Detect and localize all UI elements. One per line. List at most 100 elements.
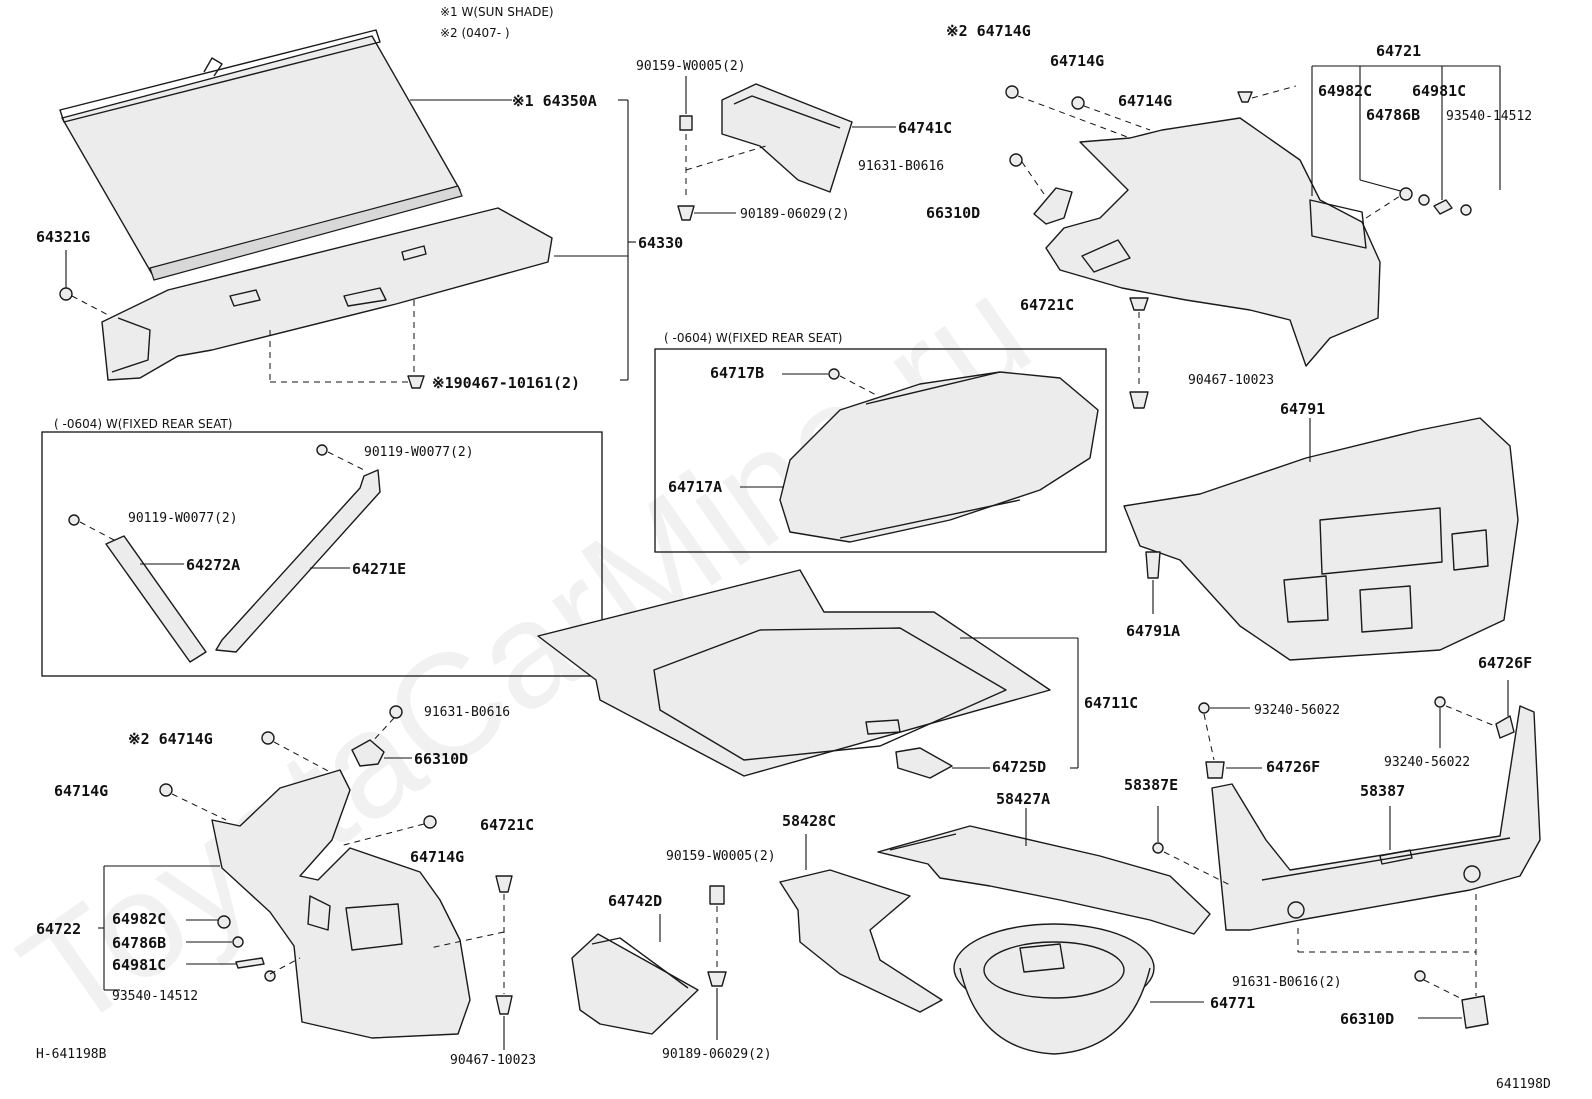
fixed-rear-seat-box-left	[41, 431, 603, 677]
part-label: 64726F	[1478, 654, 1532, 672]
scuff-plate-58387	[1211, 705, 1541, 931]
part-label: 64791	[1280, 400, 1325, 418]
screw-90159-bot	[707, 885, 727, 1040]
box-left-title: ( -0604) W(FIXED REAR SEAT)	[54, 417, 232, 431]
spacer-58427A	[877, 825, 1211, 935]
hook-64725D	[895, 747, 953, 779]
part-label: 66310D	[414, 750, 468, 768]
part-label: 58387E	[1124, 776, 1178, 794]
part-label: 64330	[638, 234, 683, 252]
fasteners-58387	[1152, 680, 1515, 887]
clip-64721C-top	[1129, 297, 1149, 386]
clip-64791A	[1145, 551, 1161, 614]
fastener-64714G-top	[1005, 85, 1297, 139]
diagram-code-left: H-641198B	[36, 1047, 107, 1062]
part-label: ※1 64350A	[512, 92, 597, 110]
clips-64721C-left	[429, 875, 513, 1015]
note-0407: ※2 (0407- )	[440, 26, 510, 40]
part-label: 64742D	[608, 892, 662, 910]
quarter-trim-right	[1045, 117, 1381, 367]
clip-90189-top	[677, 205, 695, 221]
part-label: 90119-W0077(2)	[364, 445, 474, 460]
bolt-90119-a	[316, 444, 365, 471]
clip-66310D-bot	[1297, 894, 1489, 1029]
spacer-58428C	[779, 869, 943, 1013]
trim-box-64741C	[721, 83, 853, 193]
part-label: 64982C	[1318, 82, 1372, 100]
part-label: 93240-56022	[1254, 703, 1340, 718]
part-label: ※2 64714G	[128, 730, 213, 748]
part-label: 93540-14512	[112, 989, 198, 1004]
part-label: 64771	[1210, 994, 1255, 1012]
part-label: 64321G	[36, 228, 90, 246]
part-label: 58428C	[782, 812, 836, 830]
diagram-code-right: 641198D	[1496, 1077, 1551, 1092]
bracket-66310D-mid	[351, 705, 403, 767]
part-label: 64271E	[352, 560, 406, 578]
part-label: 64791A	[1126, 622, 1180, 640]
screw-91631-top	[1009, 153, 1045, 195]
part-label: 64721C	[1020, 296, 1074, 314]
part-label: 93240-56022	[1384, 755, 1470, 770]
cover-64717A	[779, 371, 1099, 543]
part-label: 90159-W0005(2)	[636, 59, 746, 74]
fasteners-64714G-left	[159, 731, 437, 847]
bracket-64271E	[215, 469, 381, 653]
part-label: 64711C	[1084, 694, 1138, 712]
trunk-mat-64711C	[537, 569, 1051, 777]
box-mid-title: ( -0604) W(FIXED REAR SEAT)	[664, 331, 842, 345]
part-label: 64721C	[480, 816, 534, 834]
sun-shade-assembly	[59, 29, 463, 281]
part-label: 64714G	[410, 848, 464, 866]
part-label: 91631-B0616(2)	[1232, 975, 1342, 990]
part-label: 58387	[1360, 782, 1405, 800]
part-label: 64714G	[54, 782, 108, 800]
screw-90159-top	[679, 76, 767, 196]
part-label: 90189-06029(2)	[740, 207, 850, 222]
fastener-64321G	[59, 250, 111, 317]
part-label: 91631-B0616	[424, 705, 510, 720]
part-label: ※2 64714G	[946, 22, 1031, 40]
part-label: 64722	[36, 920, 81, 938]
part-label: 64717A	[668, 478, 722, 496]
bracket-66310D-top	[1033, 187, 1073, 225]
part-label: 64786B	[112, 934, 166, 952]
quarter-trim-left	[211, 769, 471, 1039]
fixed-rear-seat-box-mid	[654, 348, 1107, 553]
part-label: 64725D	[992, 758, 1046, 776]
bolt-90119-b	[68, 514, 115, 541]
part-label: 90159-W0005(2)	[666, 849, 776, 864]
bracket-64272A	[105, 535, 207, 663]
part-label: 90467-10023	[1188, 373, 1274, 388]
part-label: 64714G	[1050, 52, 1104, 70]
part-label: 91631-B0616	[858, 159, 944, 174]
part-label: ※190467-10161(2)	[432, 374, 580, 392]
part-label: 66310D	[1340, 1010, 1394, 1028]
part-label: 90119-W0077(2)	[128, 511, 238, 526]
part-label: 64721	[1376, 42, 1421, 60]
part-label: 93540-14512	[1446, 109, 1532, 124]
part-label: 64741C	[898, 119, 952, 137]
part-label: 58427A	[996, 790, 1050, 808]
fastener-64717B	[828, 368, 879, 397]
package-tray-trim	[101, 207, 553, 381]
part-label: 64717B	[710, 364, 764, 382]
box-64742D	[571, 933, 699, 1035]
part-label: 90189-06029(2)	[662, 1047, 772, 1062]
part-label: 64272A	[186, 556, 240, 574]
part-label: 64714G	[1118, 92, 1172, 110]
clip-90467-10161	[269, 300, 425, 389]
part-label: 64981C	[1412, 82, 1466, 100]
part-label: 64982C	[112, 910, 166, 928]
note-sun-shade: ※1 W(SUN SHADE)	[440, 5, 554, 19]
hardware-group-64721	[1311, 65, 1501, 219]
trunk-lid-trim-64791	[1123, 417, 1519, 661]
part-label: 64786B	[1366, 106, 1420, 124]
hardware-group-64722	[98, 865, 301, 991]
part-label: 64726F	[1266, 758, 1320, 776]
part-label: 66310D	[926, 204, 980, 222]
clip-90467-top	[1129, 391, 1149, 409]
part-label: 64981C	[112, 956, 166, 974]
